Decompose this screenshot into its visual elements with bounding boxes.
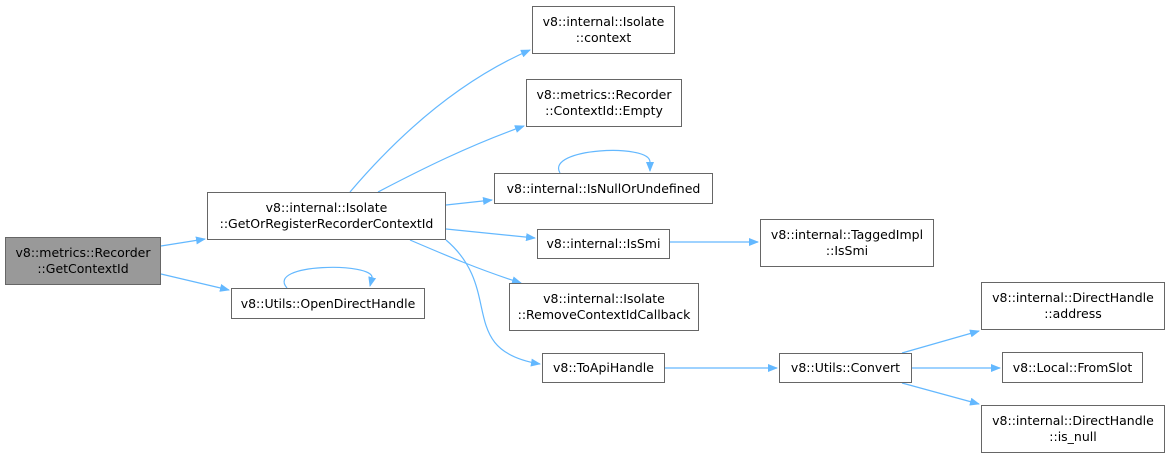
- edge-getorregister-isnullorundefined: [445, 196, 493, 206]
- node-directhandle-address-line2: ::address: [1044, 306, 1102, 321]
- node-utils-convert[interactable]: v8::Utils::Convert: [779, 353, 912, 383]
- node-taggedimpl-issmi[interactable]: v8::internal::TaggedImpl ::IsSmi: [760, 219, 934, 267]
- edge-isnullorundefined-self: [557, 149, 654, 174]
- node-getcontextid-line1: v8::metrics::Recorder: [15, 245, 151, 260]
- node-removecallback-line2: ::RemoveContextIdCallback: [517, 307, 691, 322]
- node-directhandle-isnull-line2: ::is_null: [1049, 429, 1097, 444]
- node-removecallback-line1: v8::internal::Isolate: [543, 291, 665, 306]
- node-issmi[interactable]: v8::internal::IsSmi: [537, 229, 670, 259]
- edge-opendirecthandle-self: [283, 266, 377, 289]
- node-getorregister-line2: ::GetOrRegisterRecorderContextId: [219, 216, 434, 231]
- node-removecallback[interactable]: v8::internal::Isolate ::RemoveContextIdC…: [509, 283, 699, 331]
- node-contextid-empty-line2: ::ContextId::Empty: [545, 103, 663, 118]
- node-getcontextid-line2: ::GetContextId: [37, 261, 129, 276]
- node-taggedimpl-issmi-line2: ::IsSmi: [825, 243, 869, 258]
- node-isolate-context[interactable]: v8::internal::Isolate ::context: [532, 6, 675, 54]
- node-opendirecthandle-line1: v8::Utils::OpenDirectHandle: [240, 295, 416, 311]
- node-opendirecthandle[interactable]: v8::Utils::OpenDirectHandle: [231, 288, 425, 319]
- node-directhandle-isnull[interactable]: v8::internal::DirectHandle ::is_null: [981, 405, 1165, 453]
- node-local-fromslot[interactable]: v8::Local::FromSlot: [1002, 352, 1143, 383]
- node-contextid-empty-line1: v8::metrics::Recorder: [536, 87, 672, 102]
- node-directhandle-address-line1: v8::internal::DirectHandle: [992, 290, 1154, 305]
- node-toapihandle[interactable]: v8::ToApiHandle: [542, 353, 665, 383]
- edge-getorregister-contextid-empty: [377, 125, 525, 193]
- edge-getcontextid-opendirecthandle: [160, 273, 230, 292]
- edge-getorregister-isolate-context: [349, 49, 531, 193]
- node-isnullorundefined[interactable]: v8::internal::IsNullOrUndefined: [494, 173, 713, 204]
- node-issmi-line1: v8::internal::IsSmi: [546, 236, 661, 251]
- edge-utils-convert-directhandle-address: [901, 329, 980, 354]
- node-directhandle-isnull-line1: v8::internal::DirectHandle: [992, 413, 1154, 428]
- node-isnullorundefined-line1: v8::internal::IsNullOrUndefined: [506, 180, 701, 196]
- node-contextid-empty[interactable]: v8::metrics::Recorder ::ContextId::Empty: [526, 79, 682, 127]
- node-isolate-context-line1: v8::internal::Isolate: [542, 14, 665, 29]
- node-isolate-context-line2: ::context: [575, 30, 632, 45]
- node-directhandle-address[interactable]: v8::internal::DirectHandle ::address: [981, 282, 1165, 330]
- edge-getorregister-removecallback: [409, 239, 522, 285]
- edge-getorregister-issmi: [445, 228, 536, 242]
- node-getcontextid[interactable]: v8::metrics::Recorder ::GetContextId: [5, 237, 161, 285]
- edge-getorregister-toapihandle: [445, 239, 541, 367]
- node-utils-convert-line1: v8::Utils::Convert: [790, 360, 901, 375]
- edge-getcontextid-getorregister: [160, 236, 206, 247]
- node-local-fromslot-line1: v8::Local::FromSlot: [1012, 359, 1133, 375]
- node-taggedimpl-issmi-line1: v8::internal::TaggedImpl: [770, 227, 924, 242]
- node-toapihandle-line1: v8::ToApiHandle: [553, 360, 654, 375]
- node-getorregister[interactable]: v8::internal::Isolate ::GetOrRegisterRec…: [207, 192, 446, 240]
- edge-utils-convert-directhandle-isnull: [901, 382, 980, 406]
- node-getorregister-line1: v8::internal::Isolate: [265, 200, 388, 215]
